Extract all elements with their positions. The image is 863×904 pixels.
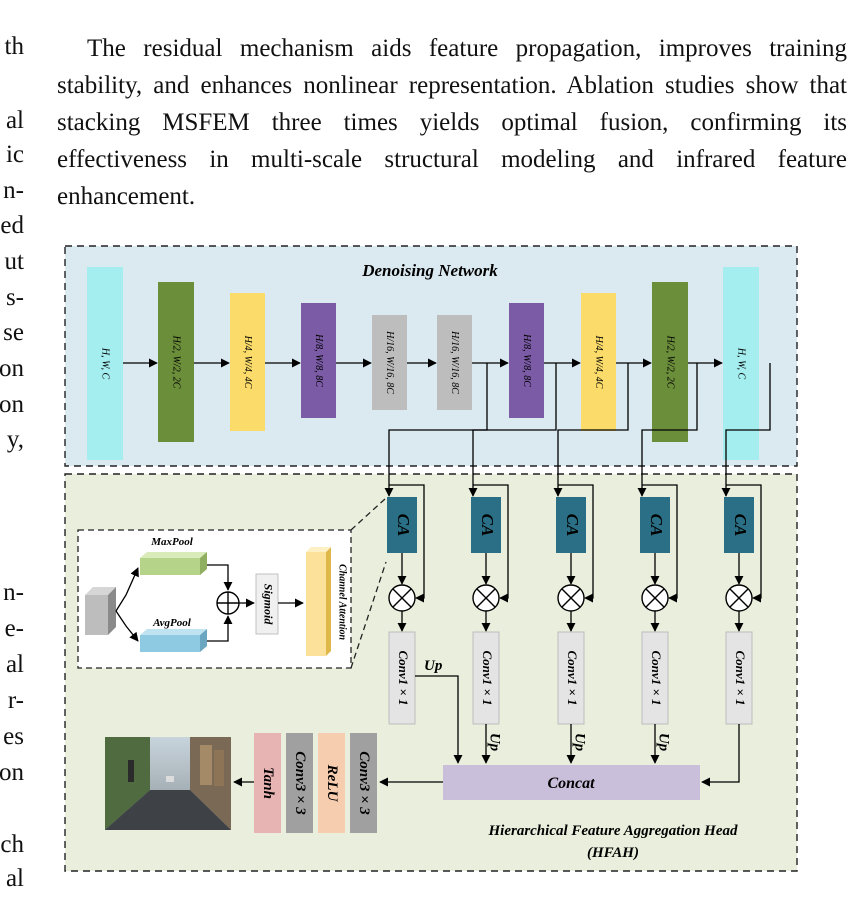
left-fragment: ed (0, 212, 24, 239)
feature-block-label: H/4, W/4, 4C (242, 335, 253, 389)
multiply-op-icon (557, 584, 585, 612)
hfah-title: Hierarchical Feature Aggregation Head (487, 823, 738, 839)
left-fragment: y, (6, 426, 24, 453)
conv1x1-block (557, 631, 585, 725)
head-block (318, 733, 345, 833)
left-fragment: s- (5, 284, 24, 311)
avgpool-block (140, 629, 207, 652)
ca-label: CA (647, 514, 666, 537)
feature-block-label: H/8, W/8, 8C (313, 333, 324, 387)
head-block-label: Conv3 × 3 (292, 751, 308, 815)
conv1x1-block (725, 631, 753, 725)
denoising-title: Denoising Network (361, 261, 498, 280)
conv1x1-block (388, 631, 416, 725)
ca-block (556, 497, 586, 553)
left-fragment: on (0, 355, 24, 382)
body-paragraph: The residual mechanism aids feature prop… (57, 30, 847, 215)
feature-block-label: H/2, W/2, 2C (171, 335, 182, 389)
feature-block (301, 303, 336, 418)
ca-block (640, 497, 670, 553)
left-fragment: ic (5, 141, 24, 168)
conv1x1-label: Conv1 × 1 (565, 650, 580, 705)
left-fragment: ch (0, 831, 24, 858)
head-block (254, 733, 281, 833)
feature-block (509, 303, 544, 418)
conv1x1-label: Conv1 × 1 (480, 650, 495, 705)
conv1x1-block (472, 631, 500, 725)
left-fragment: ut (4, 248, 24, 275)
add-op-icon (216, 591, 240, 615)
left-fragment: n- (3, 579, 24, 606)
paragraph-text: The residual mechanism aids feature prop… (57, 35, 847, 210)
left-fragment: r- (7, 687, 24, 714)
feature-block-label: H, W, C (736, 347, 747, 380)
left-fragment: on (0, 759, 24, 786)
left-column-fragments: th al ic n- ed ut s- se on on y, n- e- a… (0, 0, 30, 904)
avgpool-label: AvgPool (152, 617, 192, 629)
feature-block (87, 267, 123, 460)
feature-block-label: H/8, W/8, 8C (521, 333, 532, 387)
left-fragment: al (5, 865, 24, 892)
feature-block-label: H/16, W/16, 8C (384, 330, 395, 394)
multiply-op-icon (641, 584, 669, 612)
feature-block (652, 282, 688, 442)
feature-block-label: H/4, W/4, 4C (593, 335, 604, 389)
feature-block (581, 293, 616, 431)
ca-block (387, 497, 417, 553)
feature-block-label: H, W, C (100, 347, 111, 380)
left-fragment: es (3, 723, 24, 750)
concat-label: Concat (547, 775, 595, 792)
up-label: Up (487, 733, 503, 752)
left-fragment: e- (4, 615, 24, 642)
left-fragment: al (5, 107, 24, 134)
output-image (105, 737, 231, 830)
feature-block-label: H/2, W/2, 2C (665, 335, 676, 389)
left-fragment: th (4, 33, 24, 60)
feature-block (158, 282, 194, 442)
feature-block-label: H/16, W/16, 8C (449, 330, 460, 394)
hfah-abbr: (HFAH) (587, 845, 639, 861)
up-label: Up (424, 658, 443, 674)
channel-attention-block (306, 547, 331, 656)
feature-block (372, 315, 407, 410)
left-fragment: n- (3, 177, 24, 204)
multiply-op-icon (388, 584, 416, 612)
feature-block (437, 315, 472, 410)
up-label: Up (656, 733, 672, 752)
ca-label: CA (478, 514, 497, 537)
ca-label: CA (563, 514, 582, 537)
conv1x1-label: Conv1 × 1 (649, 650, 664, 705)
left-fragment: se (3, 319, 24, 346)
left-fragment: al (5, 651, 24, 678)
left-fragment: on (0, 391, 24, 418)
ca-label: CA (731, 514, 750, 537)
multiply-op-icon (472, 584, 500, 612)
up-label: Up (572, 733, 588, 752)
head-block-label: ReLU (324, 764, 340, 803)
concat-block (443, 765, 700, 800)
feature-block (723, 267, 759, 460)
conv1x1-label: Conv1 × 1 (733, 650, 748, 705)
maxpool-label: MaxPool (150, 536, 194, 548)
conv1x1-label: Conv1 × 1 (396, 650, 411, 705)
head-block-label: Conv3 × 3 (356, 751, 372, 815)
ca-block (724, 497, 754, 553)
channel-attention-label: Channel Attention (337, 564, 348, 640)
maxpool-block (140, 552, 207, 575)
head-block-label: Tanh (260, 767, 276, 799)
ca-label: CA (394, 514, 413, 537)
multiply-op-icon (725, 584, 753, 612)
ca-block (471, 497, 501, 553)
input-feature-cube (85, 587, 116, 635)
sigmoid-block (255, 573, 279, 635)
head-block (350, 733, 377, 833)
head-block (286, 733, 313, 833)
sigmoid-label: Sigmoid (261, 584, 275, 626)
feature-block (230, 293, 265, 431)
